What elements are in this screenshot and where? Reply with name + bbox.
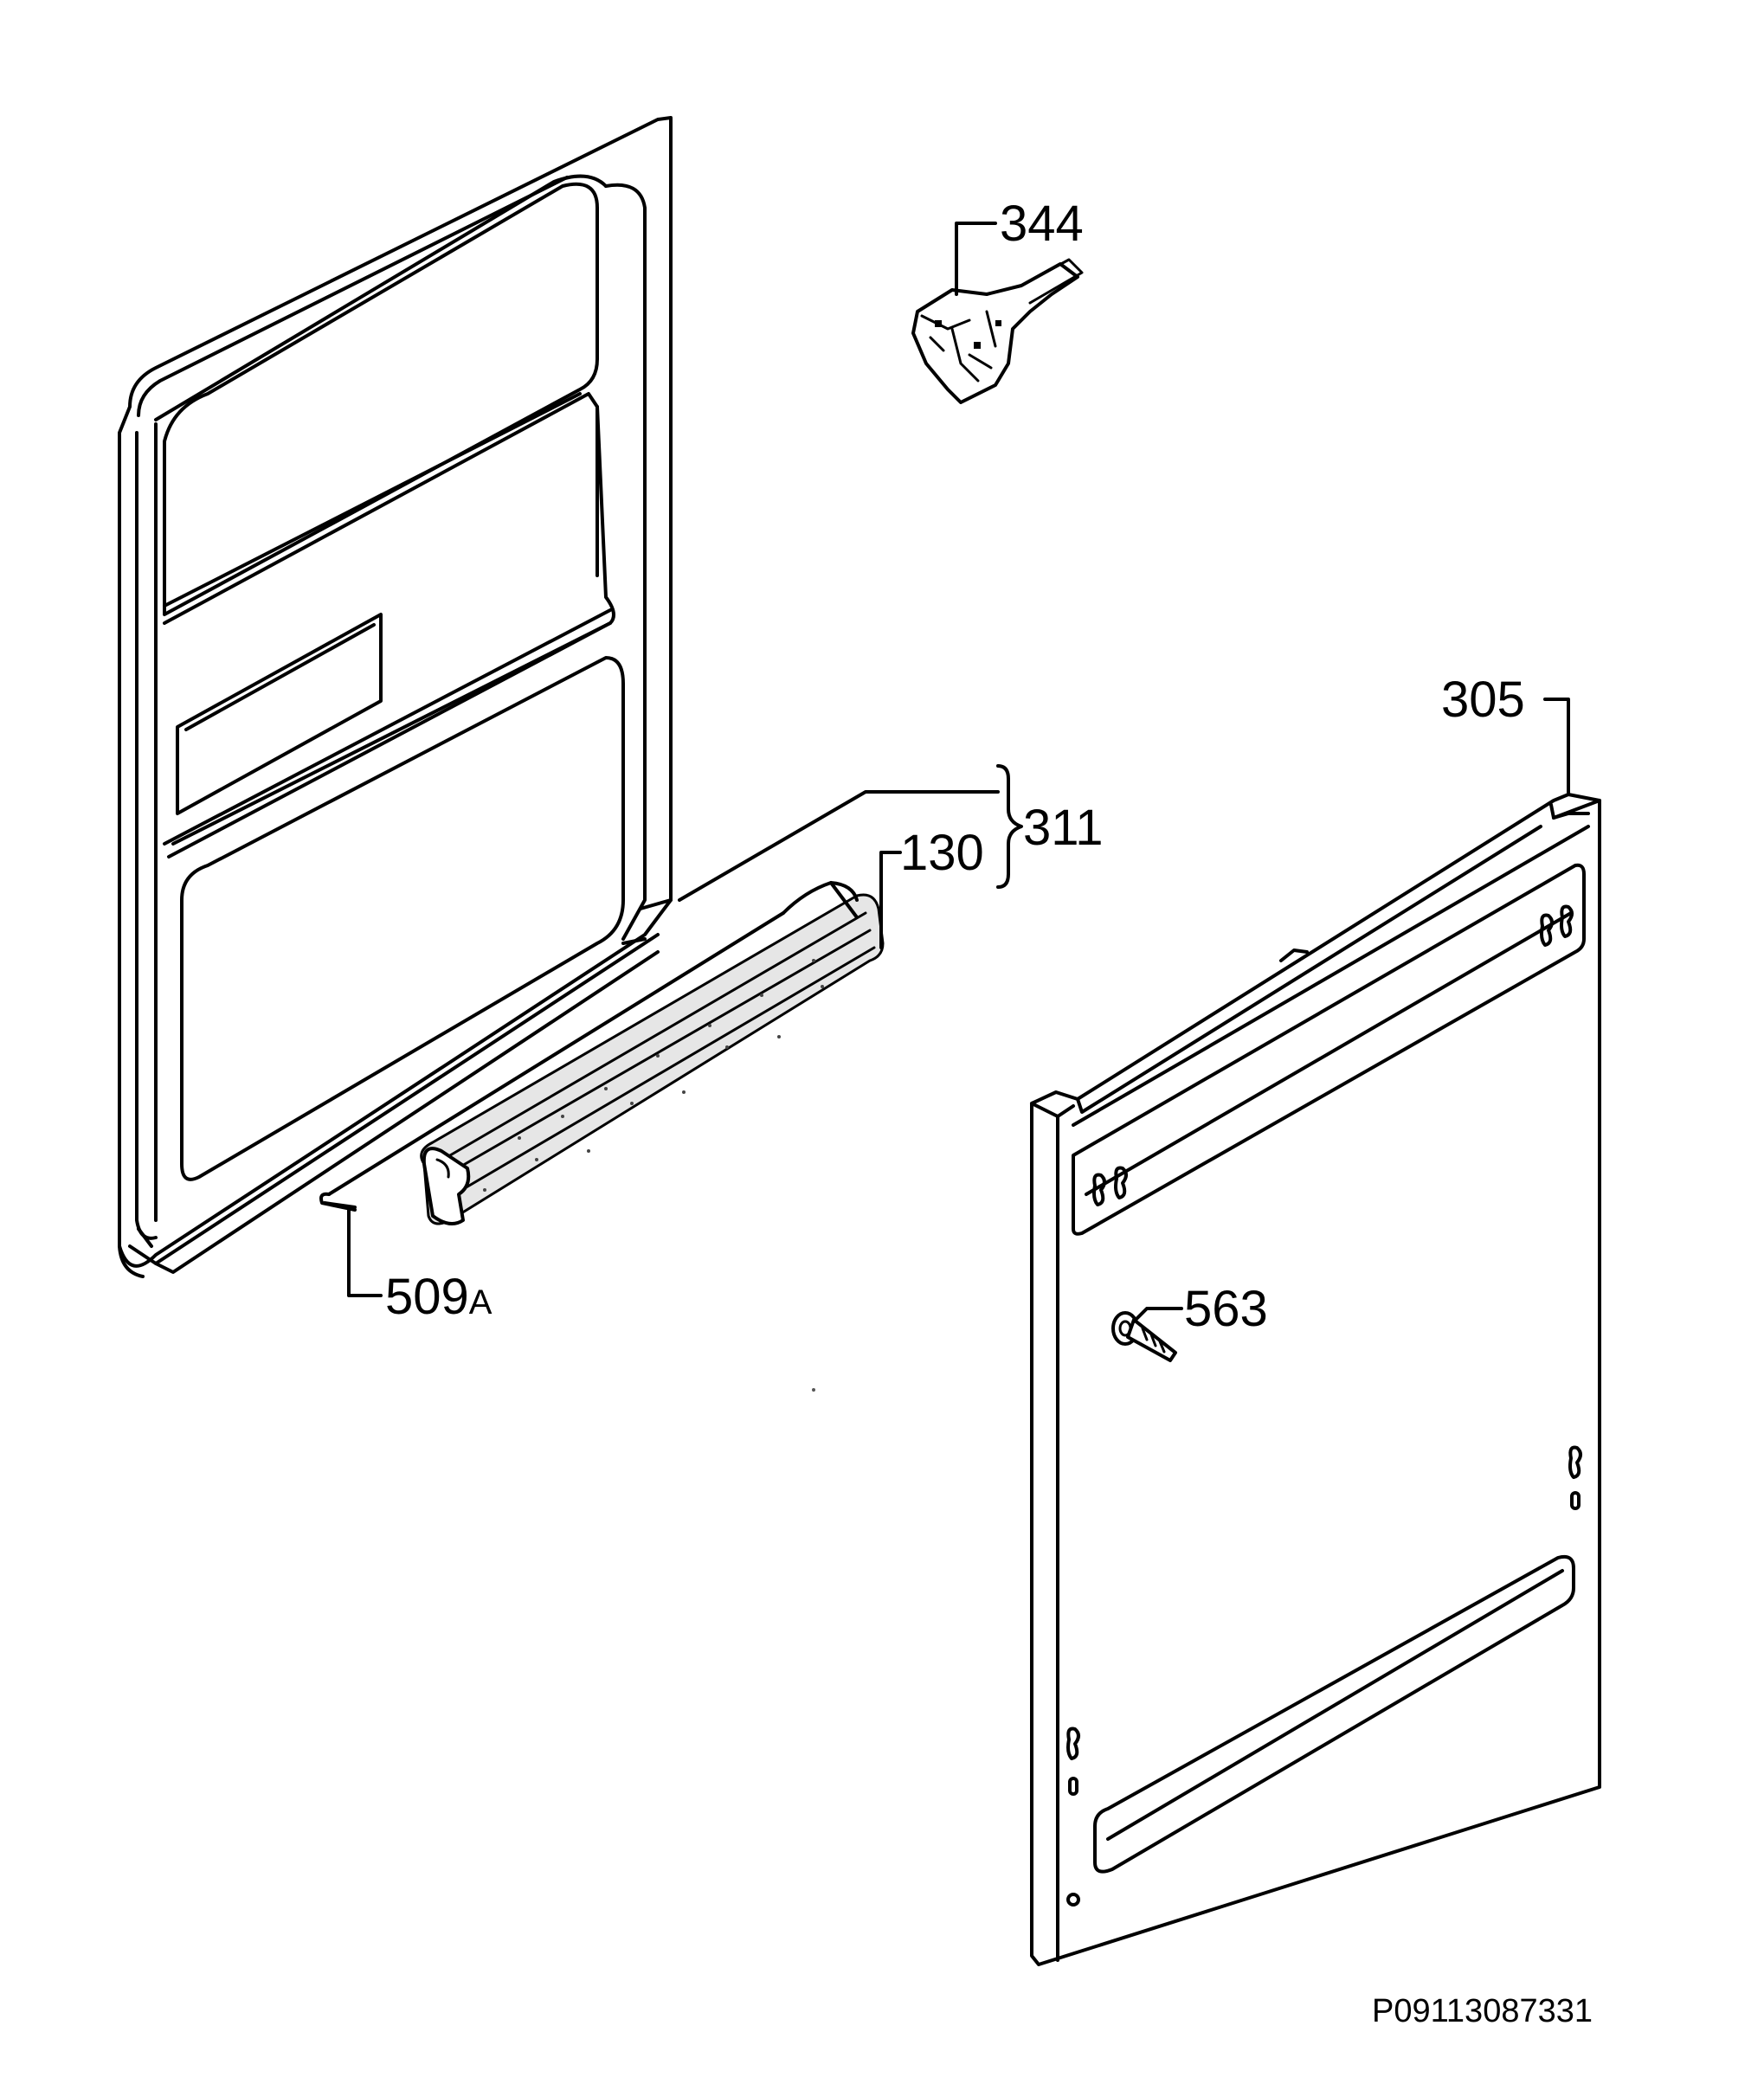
leader-563-line <box>1132 1307 1183 1323</box>
leader-311-line <box>678 790 1000 902</box>
label-344: 344 <box>1000 196 1084 252</box>
bracket-311 <box>996 764 1023 889</box>
label-509a-number: 509 <box>385 1269 469 1325</box>
figure-code: P09113087331 <box>1372 1993 1593 2029</box>
label-130: 130 <box>900 825 984 881</box>
leader-509a-line <box>347 1219 383 1297</box>
screw-563 <box>1111 1311 1177 1362</box>
outer-door-panel-305 <box>1030 793 1601 1966</box>
label-311: 311 <box>1023 800 1103 856</box>
stray-dot <box>812 1388 815 1392</box>
gasket-strip-509a <box>319 911 785 1222</box>
label-563: 563 <box>1184 1281 1268 1337</box>
leader-130-line <box>879 851 902 949</box>
leader-344-line <box>955 222 997 296</box>
label-509a: 509A <box>385 1269 493 1325</box>
leader-305-line <box>1543 698 1570 796</box>
label-305: 305 <box>1441 672 1525 728</box>
mounting-slots <box>1066 904 1582 1907</box>
label-509a-suffix: A <box>469 1283 493 1321</box>
door-lock-344 <box>911 258 1084 404</box>
inner-door-panel <box>118 116 673 1278</box>
